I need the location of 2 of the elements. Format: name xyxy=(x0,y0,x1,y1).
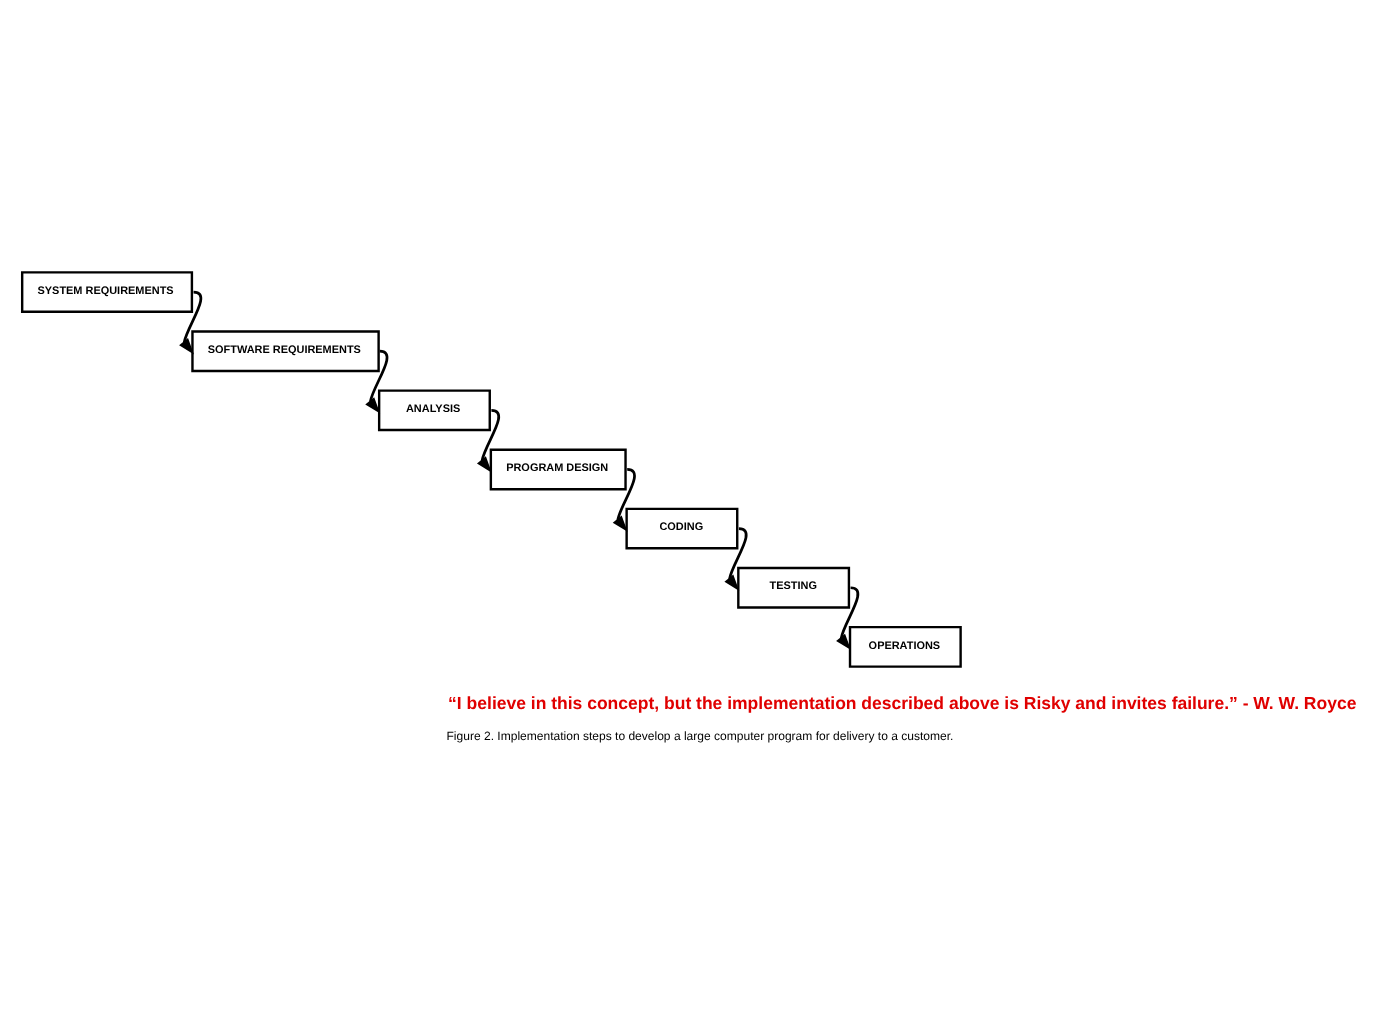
arrow xyxy=(612,468,636,532)
label: “I believe in this concept, but the implementation described above is Risky and invites failure.” - W. W. Royce xyxy=(448,693,1357,714)
